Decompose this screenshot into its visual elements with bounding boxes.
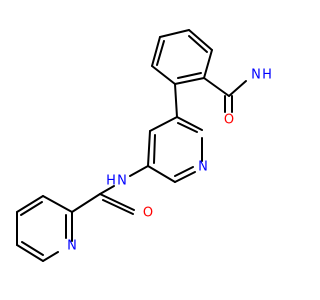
bond bbox=[174, 171, 196, 183]
bond bbox=[188, 35, 208, 53]
bond bbox=[177, 122, 198, 133]
bond bbox=[147, 130, 151, 167]
bond bbox=[99, 185, 115, 195]
bond bbox=[159, 29, 190, 38]
bond bbox=[177, 72, 202, 79]
amide-oxygen-bottom-label: O bbox=[143, 206, 153, 221]
bond bbox=[42, 195, 73, 213]
bond bbox=[153, 134, 156, 164]
bond bbox=[174, 77, 205, 85]
bond bbox=[203, 49, 213, 79]
bond bbox=[174, 83, 178, 118]
bond bbox=[129, 165, 149, 177]
bond bbox=[147, 165, 176, 183]
bond bbox=[156, 40, 165, 66]
pyridine-nitrogen-label: N bbox=[198, 160, 208, 175]
bond bbox=[203, 77, 230, 97]
bond bbox=[149, 116, 178, 132]
linker-n-label: N bbox=[117, 174, 127, 189]
bond bbox=[16, 244, 44, 262]
bond bbox=[151, 36, 161, 67]
bond bbox=[42, 251, 59, 262]
bond bbox=[20, 201, 43, 216]
amide-nh2-h-label: H bbox=[262, 68, 272, 83]
amide-nh2-n-label: N bbox=[251, 68, 261, 83]
bond bbox=[188, 29, 213, 51]
atom-labels: N H O N H N O N bbox=[67, 68, 272, 254]
linker-h-label: H bbox=[106, 174, 116, 189]
bond bbox=[21, 241, 44, 256]
amide-oxygen-top-label: O bbox=[224, 113, 234, 128]
bond bbox=[228, 80, 247, 97]
bond bbox=[174, 166, 194, 177]
bond bbox=[16, 195, 44, 213]
molecule-diagram: N H O N H N O N bbox=[16, 29, 272, 262]
bond bbox=[99, 193, 135, 211]
bottom-pyridine-nitrogen-label: N bbox=[67, 239, 77, 254]
bond bbox=[176, 116, 203, 131]
bond bbox=[71, 193, 101, 213]
bonds bbox=[16, 29, 247, 262]
bond bbox=[102, 199, 134, 215]
bond bbox=[151, 65, 176, 85]
